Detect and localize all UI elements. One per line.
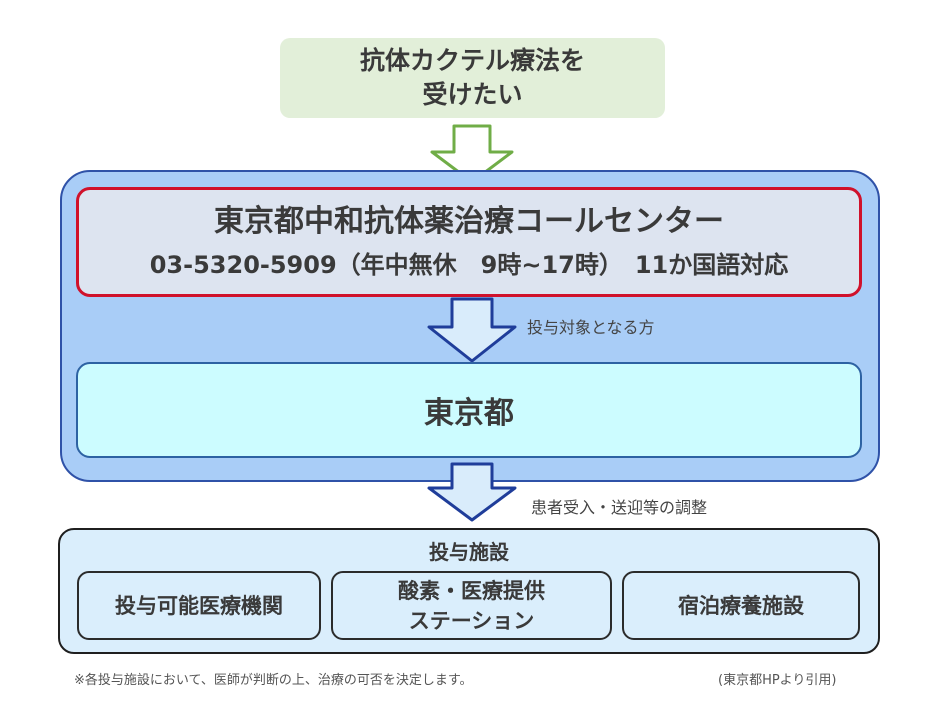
call-center-name: 東京都中和抗体薬治療コールセンター — [214, 204, 724, 239]
tokyo-label: 東京都 — [424, 396, 514, 431]
coordination-label: 患者受入・送迎等の調整 — [531, 498, 708, 517]
facility-oxygen-station: 酸素・医療提供 ステーション — [331, 571, 612, 640]
facility-label: 酸素・医療提供 — [398, 578, 545, 603]
facility-label: 宿泊療養施設 — [678, 593, 804, 618]
facility-label: 投与可能医療機関 — [115, 593, 283, 618]
start-box-line2: 受けたい — [422, 80, 523, 109]
start-box: 抗体カクテル療法を 受けたい — [280, 38, 665, 118]
facility-label-line2: ステーション — [408, 608, 535, 633]
call-center-info: 03-5320-5909（年中無休 9時~17時） 11か国語対応 — [149, 251, 789, 279]
facility-hotel-recuperation: 宿泊療養施設 — [622, 571, 860, 640]
green-down-arrow-icon — [430, 124, 514, 184]
start-box-line1: 抗体カクテル療法を — [359, 46, 585, 75]
call-center-box: 東京都中和抗体薬治療コールセンター 03-5320-5909（年中無休 9時~1… — [76, 187, 862, 297]
facilities-title: 投与施設 — [429, 539, 509, 564]
down-arrow-icon — [427, 462, 517, 522]
eligible-patients-label: 投与対象となる方 — [527, 318, 655, 337]
facility-medical-institution: 投与可能医療機関 — [77, 571, 321, 640]
footnote: ※各投与施設において、医師が判断の上、治療の可否を決定します。 — [74, 673, 473, 688]
tokyo-box: 東京都 — [76, 362, 862, 458]
down-arrow-icon — [427, 297, 517, 363]
source-citation: (東京都HPより引用) — [718, 673, 837, 688]
